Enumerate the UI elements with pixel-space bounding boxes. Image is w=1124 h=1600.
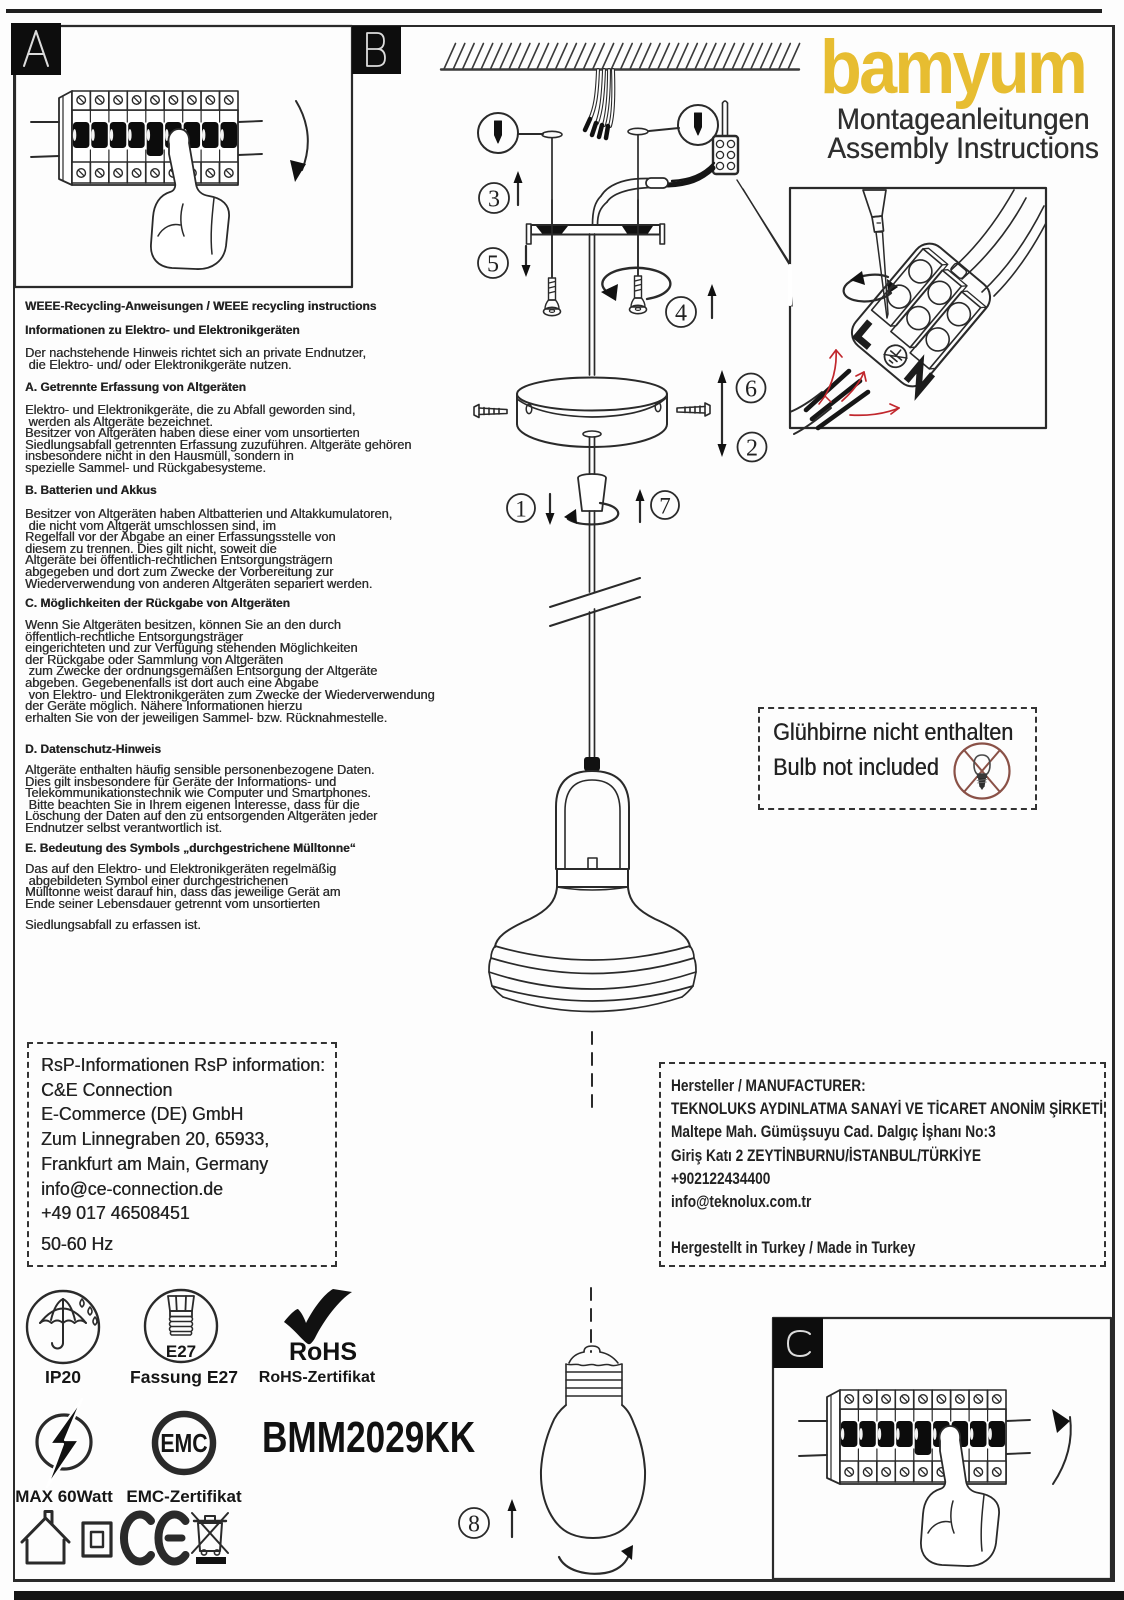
svg-text:6: 6 bbox=[745, 377, 757, 403]
svg-text:4: 4 bbox=[675, 301, 687, 327]
svg-text:3: 3 bbox=[488, 187, 500, 213]
svg-text:8: 8 bbox=[468, 1512, 480, 1538]
svg-text:1: 1 bbox=[515, 497, 527, 522]
svg-text:EMC: EMC bbox=[160, 1429, 207, 1459]
svg-text:5: 5 bbox=[487, 252, 499, 278]
svg-text:2: 2 bbox=[746, 436, 758, 462]
svg-text:E27: E27 bbox=[166, 1342, 196, 1361]
svg-text:7: 7 bbox=[659, 494, 671, 519]
